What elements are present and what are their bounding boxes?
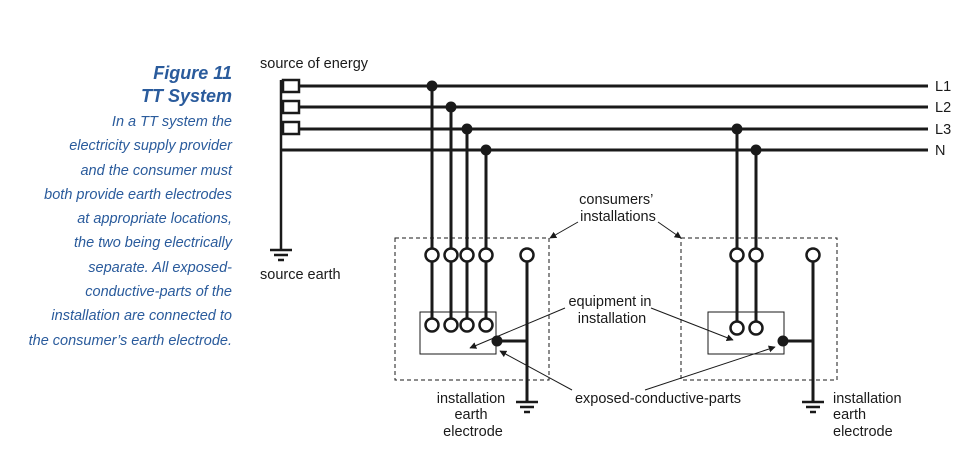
caption-line: electricity supply provider [69,138,232,155]
supply-conductors [281,84,928,152]
left-terminals [424,247,535,333]
arrow-exposed-left [499,350,573,391]
equipment-left [419,311,497,355]
left-earth-electrode-symbol [516,400,538,414]
caption-line: both provide earth electrodes [44,186,232,203]
conductor-label-l1: L1 [935,79,951,95]
winding-l1 [281,78,301,94]
right-earth-conductor [783,262,815,402]
source-earth-symbol [270,150,292,262]
figure-title: TT System [140,86,232,106]
equipment-in-installation-label: equipment in installation [568,294,655,327]
right-exposed-part-dot [777,335,789,347]
source-earth-label: source earth [260,267,341,283]
left-consumer-drops [430,86,488,318]
left-earth-conductor [497,262,529,402]
conductor-label-n: N [935,143,945,159]
equipment-right [707,311,785,355]
consumers-installations-label: consumers’ installations [579,192,657,225]
consumer-installation-right [680,237,838,381]
caption-line: separate. All exposed- [88,259,232,276]
caption-line: installation are connected to [51,308,232,325]
conductor-label-l2: L2 [935,100,951,116]
installation-earth-electrode-right-label: installation earth electrode [833,391,906,440]
right-terminals [729,247,821,336]
figure-label: Figure 11 [153,63,232,83]
caption-line: at appropriate locations, [77,211,232,228]
source-of-energy-label: source of energy [260,56,369,72]
installation-earth-electrode-left-label: installation earth electrode [437,391,510,440]
caption-line: the two being electrically [74,235,232,252]
figure-description: In a TT system the electricity supply pr… [0,110,232,353]
arrow-equipment-right [650,307,734,341]
winding-l3 [281,120,301,136]
arrow-consumers-right [657,221,682,239]
winding-l2 [281,99,301,115]
right-consumer-drops [735,129,758,321]
right-earth-electrode-symbol [802,400,824,414]
right-junction-dots [731,123,762,156]
left-junction-dots [426,80,492,156]
arrow-consumers-left [549,221,579,239]
conductor-label-l3: L3 [935,122,951,138]
arrow-exposed-right [644,345,776,391]
annotation-arrows [469,221,776,391]
source-windings [279,78,301,150]
caption-line: conductive-parts of the [85,284,232,301]
consumer-installation-left [394,237,550,381]
figure-caption: Figure 11 TT System In a TT system the e… [0,62,232,353]
arrow-equipment-left [469,307,566,349]
exposed-conductive-parts-label: exposed-conductive-parts [575,391,741,407]
caption-line: and the consumer must [80,162,232,179]
caption-line: In a TT system the [111,114,232,130]
caption-line: the consumer’s earth electrode. [28,332,232,349]
